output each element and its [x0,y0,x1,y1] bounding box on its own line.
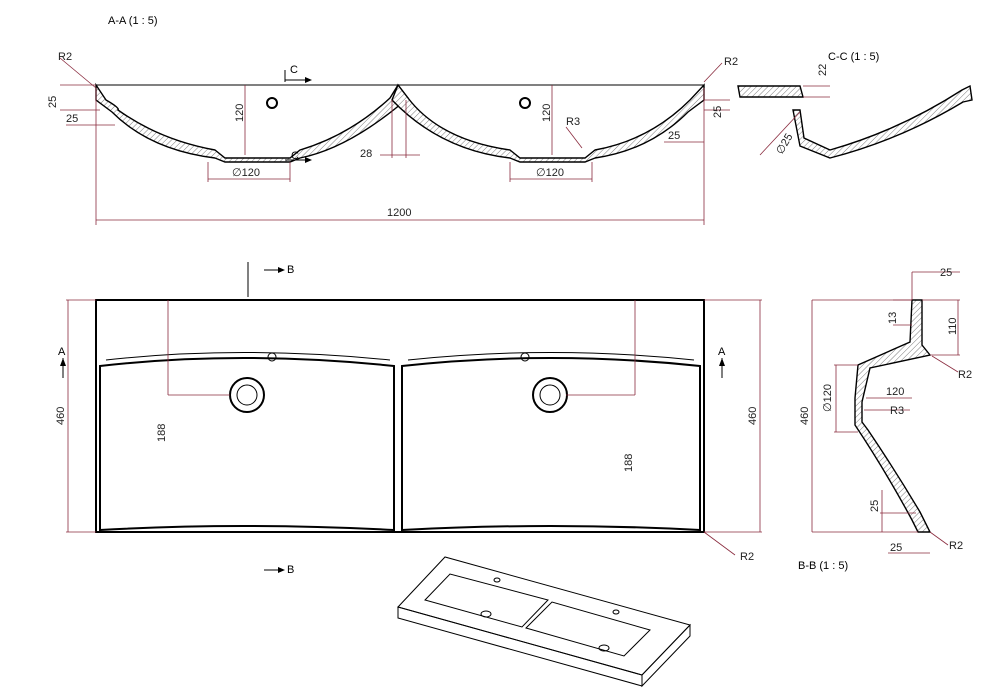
drain-right [532,377,568,413]
plan-view: A A B B 460 460 188 188 R2 [55,262,762,576]
dim-dia25: ∅25 [774,132,795,157]
iso-drain-right [598,644,610,652]
cc-bowl-part [792,84,973,159]
iso-drain-left [480,610,492,618]
dim-28: 28 [360,148,372,160]
plan-outline [95,299,705,533]
dim-13-bb: 13 [887,312,899,324]
dim-dia120-bb: ∅120 [822,384,834,412]
dim-460-bb: 460 [799,407,811,425]
marker-b-bottom: B [287,564,294,576]
section-cc-title: C-C (1 : 5) [828,51,879,63]
dim-120-right: 120 [541,104,553,122]
dim-r2-plan: R2 [740,551,754,563]
dim-120-left: 120 [234,104,246,122]
dim-dia120-right: ∅120 [536,167,564,179]
dim-25-left-v: 25 [47,96,59,108]
section-bb-title: B-B (1 : 5) [798,560,848,572]
dim-r2-right: R2 [724,56,738,68]
dim-r3-bb: R3 [890,405,904,417]
drain-left [229,377,265,413]
dim-188-right: 188 [623,454,635,472]
marker-c-top: C [290,64,298,76]
isometric-view [397,556,691,688]
dim-25-right-h: 25 [668,130,680,142]
dim-25-right-v: 25 [712,106,724,118]
dim-120-bb: 120 [886,386,904,398]
dim-r2-left: R2 [58,51,72,63]
marker-a-right: A [718,346,726,358]
dim-1200: 1200 [387,207,411,219]
iso-tap-right [612,609,620,615]
left-basin-outline [99,357,395,532]
marker-c-bottom: C [291,150,299,162]
iso-front-face [397,606,643,687]
overflow-hole-right [519,97,531,109]
overflow-hole-left [266,97,278,109]
tap-hole-left [267,352,277,362]
iso-tap-left [493,577,501,583]
section-aa-title: A-A (1 : 5) [108,15,158,27]
cc-rim-part [737,85,804,98]
dim-25-v-bb: 25 [869,500,881,512]
dim-25-bottom-bb: 25 [890,542,902,554]
iso-right-face [641,623,691,688]
dim-22: 22 [817,64,829,76]
iso-right-basin [525,601,651,657]
dim-r2-bottom-bb: R2 [949,540,963,552]
right-basin-outline [401,357,701,532]
section-bb-view: B-B (1 : 5) 460 25 13 110 R2 ∅120 120 R3… [798,267,972,572]
dim-460-right: 460 [747,407,759,425]
dim-460-left: 460 [55,407,67,425]
section-aa-view: A-A (1 : 5) C C 1200 25 25 R2 120 1 [47,15,738,225]
dim-188-left: 188 [156,424,168,442]
dim-25-top-bb: 25 [940,267,952,279]
dim-dia120-left: ∅120 [232,167,260,179]
tap-hole-right [520,352,530,362]
marker-a-left: A [58,346,66,358]
iso-left-basin [424,573,549,628]
iso-top-face [397,556,691,676]
dim-25-left-h: 25 [66,113,78,125]
left-bowl-wall [95,82,409,163]
dim-r2-top-bb: R2 [958,369,972,381]
right-bowl-wall [391,83,705,163]
dim-r3: R3 [566,116,580,128]
dim-110-bb: 110 [947,317,959,335]
marker-b-top: B [287,264,294,276]
bb-profile [854,299,932,533]
section-cc-view: C-C (1 : 5) 22 ∅25 [737,51,973,159]
